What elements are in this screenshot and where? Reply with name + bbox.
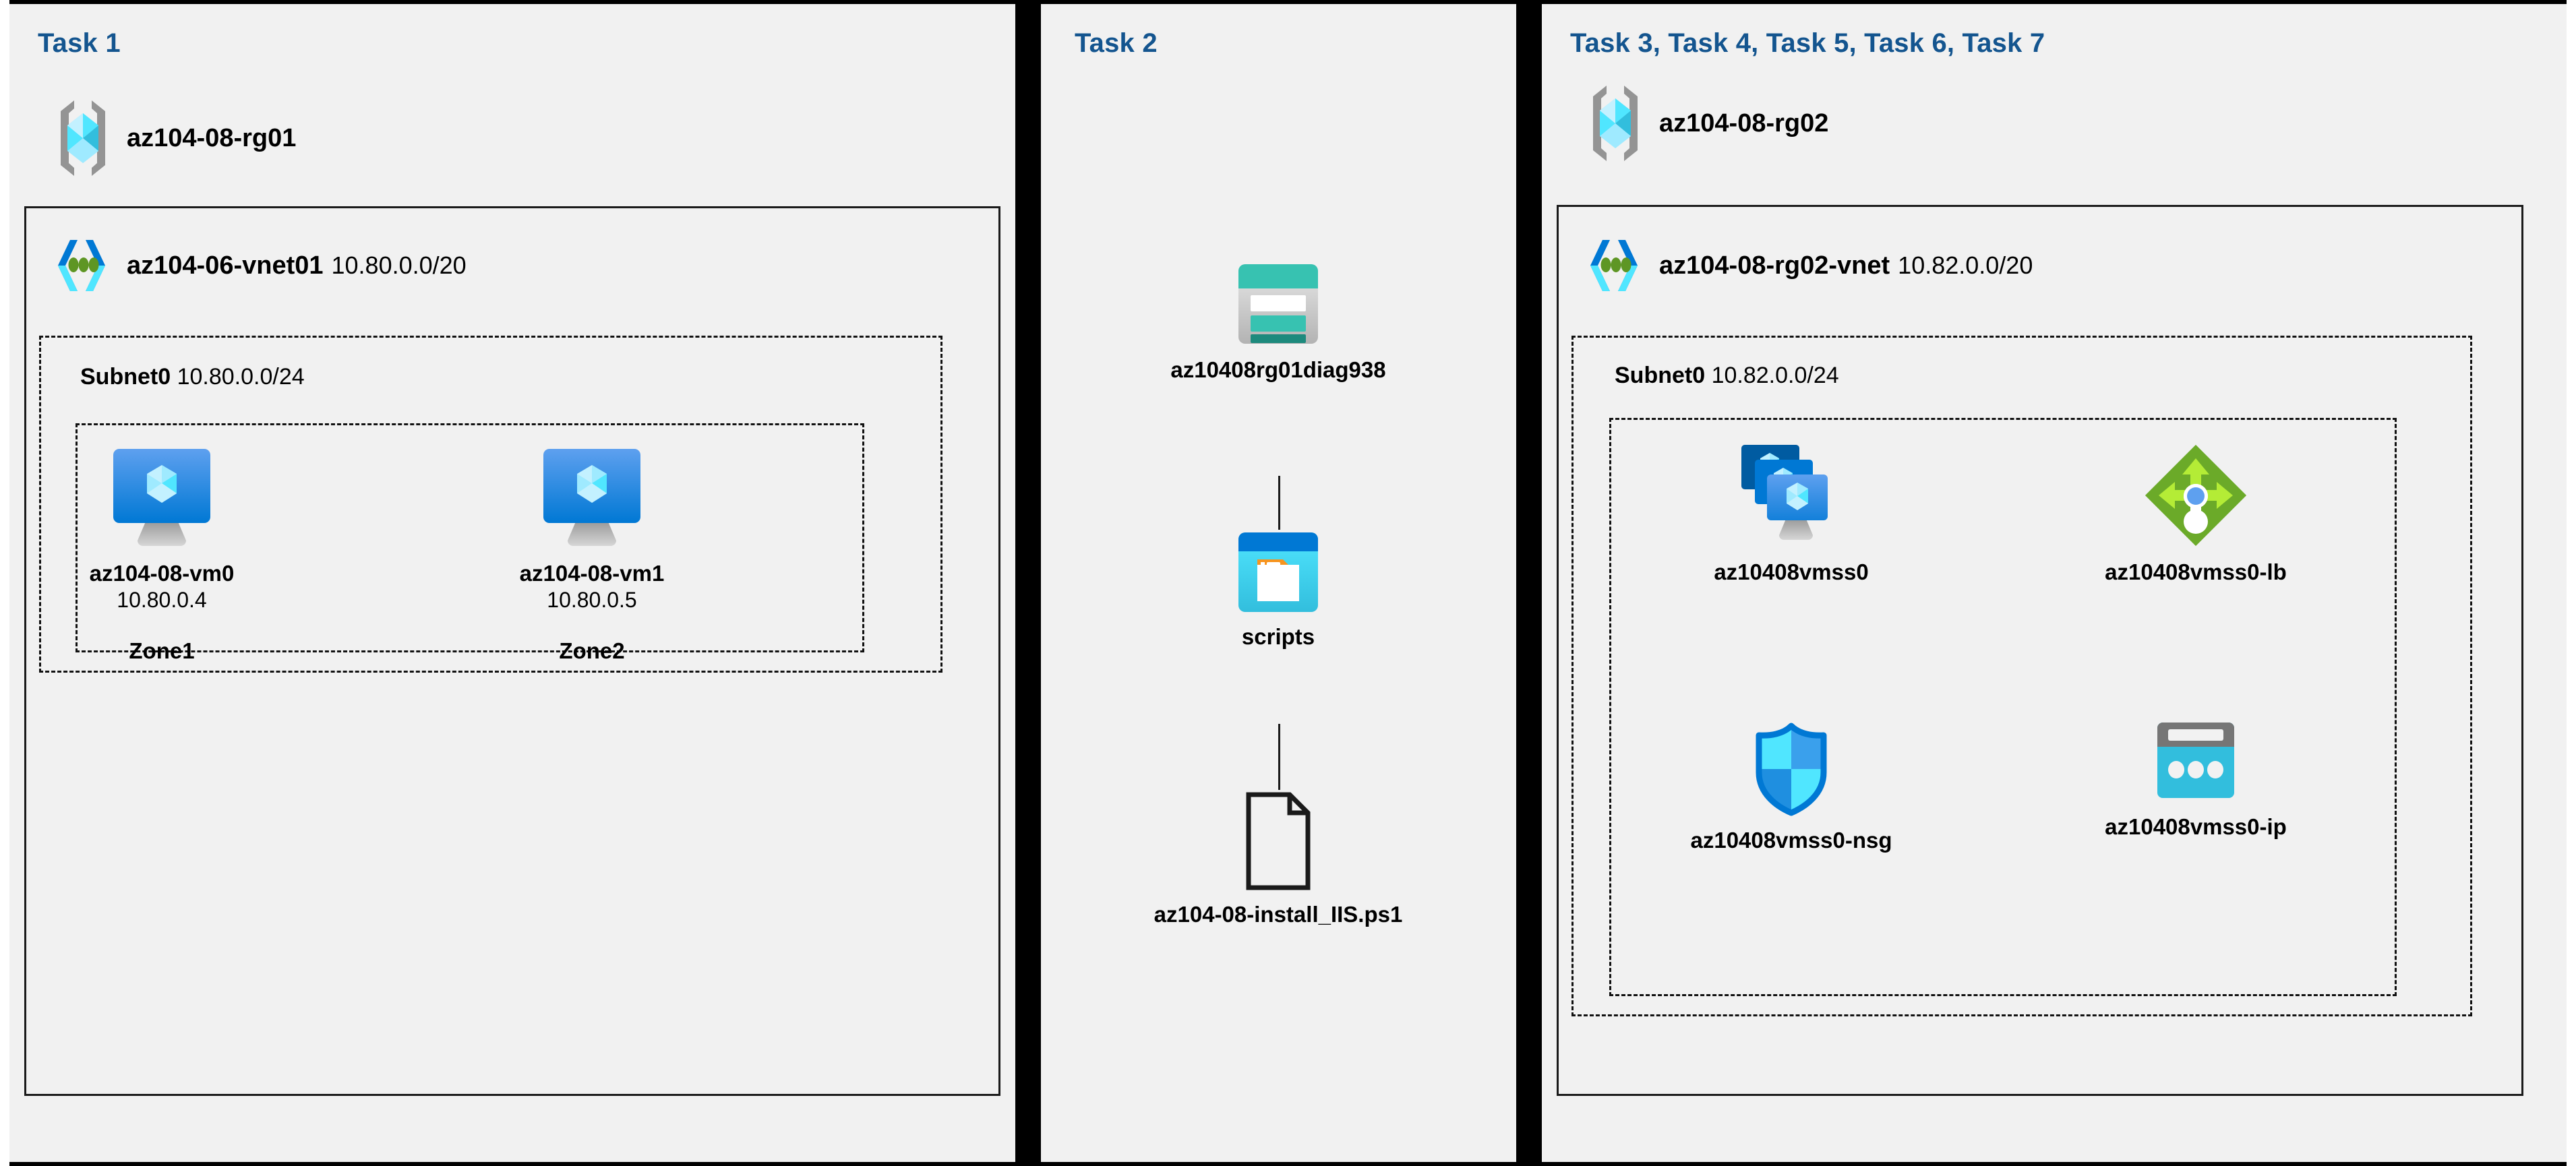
node-nsg[interactable]: az10408vmss0-nsg <box>1677 721 1906 853</box>
panel-divider-2 <box>1516 0 1542 1166</box>
file-document-icon <box>1245 791 1311 891</box>
task-1-label: Task 1 <box>38 28 121 58</box>
load-balancer-icon <box>2143 442 2249 549</box>
task-2-label: Task 2 <box>1075 28 1158 58</box>
vnet-cidr-rg02: 10.82.0.0/20 <box>1898 251 2033 279</box>
load-balancer-name: az10408vmss0-lb <box>2105 559 2287 584</box>
right-margin <box>2567 0 2576 1166</box>
node-public-ip[interactable]: az10408vmss0-ip <box>2081 721 2310 840</box>
resource-group-name-rg01: az104-08-rg01 <box>127 123 297 152</box>
panel-task-3-7: Task 3, Task 4, Task 5, Task 6, Task 7 a… <box>1542 0 2567 1166</box>
connector-container-to-file <box>1278 724 1280 790</box>
vm1-name: az104-08-vm1 <box>519 561 665 586</box>
virtual-machine-icon <box>542 446 642 550</box>
availability-zone-group <box>76 423 864 652</box>
subnet-title-task1: Subnet0 10.80.0.0/24 <box>80 364 305 390</box>
node-blob-container[interactable]: scripts <box>1164 531 1393 650</box>
node-vm0[interactable]: az104-08-vm0 10.80.0.4 Zone1 <box>47 446 276 664</box>
panel-task-2: Task 2 az10408rg01diag938 <box>1041 0 1516 1166</box>
vm0-ip: 10.80.0.4 <box>117 588 207 612</box>
vm-scale-set-icon <box>1737 442 1845 549</box>
blob-container-icon <box>1237 531 1319 613</box>
storage-account-icon <box>1237 262 1319 346</box>
vm0-zone: Zone1 <box>129 638 195 663</box>
node-load-balancer[interactable]: az10408vmss0-lb <box>2081 442 2310 585</box>
vm1-ip: 10.80.0.5 <box>547 588 637 612</box>
subnet-resources-group <box>1609 418 2397 996</box>
storage-account-name: az10408rg01diag938 <box>1170 357 1386 382</box>
virtual-network-icon <box>50 237 113 294</box>
vnet-header-rg02-vnet: az104-08-rg02-vnet 10.82.0.0/20 <box>1582 237 2033 294</box>
node-vmss[interactable]: az10408vmss0 <box>1677 442 1906 585</box>
resource-group-header-rg02: az104-08-rg02 <box>1586 84 1828 163</box>
panel-task-1: Task 1 az104-08-rg01 <box>9 0 1015 1166</box>
subnet-cidr-task3: 10.82.0.0/24 <box>1711 363 1839 388</box>
subnet-title-task3: Subnet0 10.82.0.0/24 <box>1615 363 1839 389</box>
public-ip-name: az10408vmss0-ip <box>2105 814 2287 839</box>
public-ip-address-icon <box>2155 721 2237 803</box>
vm1-zone: Zone2 <box>559 638 625 663</box>
network-security-group-icon <box>1751 721 1831 817</box>
vnet-header-vnet01: az104-06-vnet01 10.80.0.0/20 <box>50 237 467 294</box>
subnet-name-task3: Subnet0 <box>1615 363 1706 388</box>
resource-group-boundary-rg01 <box>24 206 1000 1096</box>
virtual-machine-icon <box>112 446 212 550</box>
resource-group-icon <box>54 98 112 178</box>
subnet-cidr-task1: 10.80.0.0/24 <box>177 364 305 390</box>
vmss-name: az10408vmss0 <box>1714 559 1869 584</box>
node-storage-account[interactable]: az10408rg01diag938 <box>1164 262 1393 383</box>
vm0-name: az104-08-vm0 <box>89 561 235 586</box>
subnet-boundary-task1 <box>39 336 942 673</box>
resource-group-header-rg01: az104-08-rg01 <box>54 98 296 178</box>
vnet-name-rg02: az104-08-rg02-vnet <box>1659 251 1890 280</box>
resource-group-icon <box>1586 84 1644 163</box>
left-margin <box>0 0 9 1166</box>
nsg-name: az10408vmss0-nsg <box>1690 828 1892 853</box>
node-vm1[interactable]: az104-08-vm1 10.80.0.5 Zone2 <box>477 446 707 664</box>
subnet-boundary-task3 <box>1571 336 2472 1016</box>
subnet-name-task1: Subnet0 <box>80 364 171 390</box>
resource-group-name-rg02: az104-08-rg02 <box>1659 109 1829 137</box>
connector-storage-to-container <box>1278 476 1280 530</box>
vnet-cidr-vnet01: 10.80.0.0/20 <box>331 251 467 279</box>
virtual-network-icon <box>1582 237 1646 294</box>
script-file-name: az104-08-install_IIS.ps1 <box>1154 902 1403 927</box>
node-script-file[interactable]: az104-08-install_IIS.ps1 <box>1154 791 1402 927</box>
vnet-name-vnet01: az104-06-vnet01 <box>127 251 324 280</box>
blob-container-name: scripts <box>1241 624 1315 649</box>
panel-divider-1 <box>1015 0 1041 1166</box>
task-3-7-label: Task 3, Task 4, Task 5, Task 6, Task 7 <box>1570 28 2045 58</box>
resource-group-boundary-rg02 <box>1557 205 2523 1096</box>
